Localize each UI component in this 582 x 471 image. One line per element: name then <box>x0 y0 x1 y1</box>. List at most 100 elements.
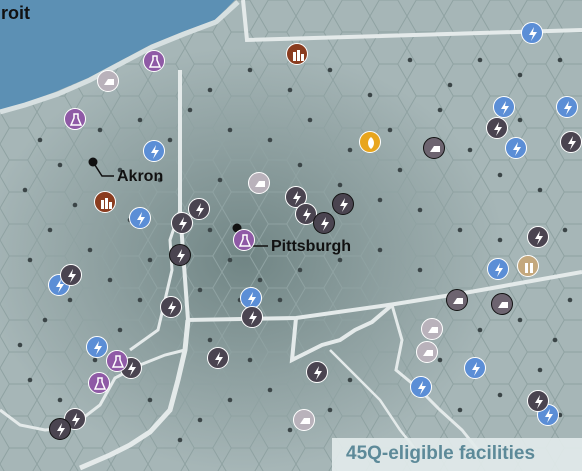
lightning-icon <box>168 301 176 315</box>
river-branch-2 <box>129 209 182 352</box>
cement-plant-marker[interactable] <box>293 409 315 431</box>
power-plant-marker[interactable] <box>86 336 108 358</box>
flask-icon <box>111 355 125 368</box>
power-plant-marker[interactable] <box>521 22 543 44</box>
kiln-icon <box>300 418 310 424</box>
gas-plant-marker[interactable] <box>332 193 354 215</box>
chemical-plant-marker[interactable] <box>88 372 110 394</box>
city-label-pittsburgh: Pittsburgh <box>271 238 351 255</box>
lightning-icon <box>177 249 185 263</box>
power-plant-marker[interactable] <box>556 96 578 118</box>
gas-plant-marker[interactable] <box>207 347 229 369</box>
lake-erie <box>0 0 235 110</box>
legend-panel <box>332 438 582 471</box>
cement-plant-marker[interactable] <box>416 341 438 363</box>
ohio-river <box>79 319 191 471</box>
kiln-icon <box>255 181 265 187</box>
river-branch <box>0 348 186 432</box>
flask-icon <box>69 113 83 126</box>
chemical-plant-marker[interactable] <box>64 108 86 130</box>
lightning-icon <box>137 212 145 226</box>
chemical-plant-marker[interactable] <box>233 229 255 251</box>
gas-plant-marker[interactable] <box>313 212 335 234</box>
gas-plant-marker[interactable] <box>527 390 549 412</box>
lightning-icon <box>72 413 80 427</box>
lightning-icon <box>128 362 136 376</box>
lightning-icon <box>249 311 257 325</box>
lightning-icon <box>545 409 553 423</box>
cement-plant-marker[interactable] <box>248 172 270 194</box>
gas-plant-marker[interactable] <box>560 131 582 153</box>
lake-shore <box>0 0 240 115</box>
lightning-icon <box>215 352 223 366</box>
power-plant-marker[interactable] <box>410 376 432 398</box>
power-plant-marker[interactable] <box>143 140 165 162</box>
lightning-icon <box>535 395 543 409</box>
refinery-icon <box>293 50 304 61</box>
lightning-icon <box>179 217 187 231</box>
ethanol-plant-marker[interactable] <box>359 131 381 153</box>
lightning-icon <box>303 208 311 222</box>
lightning-icon <box>196 203 204 217</box>
cement-plant-marker[interactable] <box>421 318 443 340</box>
state-border-ny <box>241 0 582 43</box>
chemical-plant-marker[interactable] <box>143 50 165 72</box>
lightning-icon <box>314 366 322 380</box>
gas-plant-marker[interactable] <box>171 212 193 234</box>
gas-plant-marker[interactable] <box>527 226 549 248</box>
ethanol-plant-marker[interactable] <box>517 255 539 277</box>
lightning-icon <box>501 101 509 115</box>
lightning-icon <box>57 423 65 437</box>
cement-plant-marker[interactable] <box>491 293 513 315</box>
refinery-icon <box>101 198 112 209</box>
kiln-icon <box>430 146 440 152</box>
kiln-icon <box>428 327 438 333</box>
lightning-icon <box>418 381 426 395</box>
city-label-detroit: roit <box>1 3 30 23</box>
gas-plant-marker[interactable] <box>49 418 71 440</box>
leaf-icon <box>368 137 374 149</box>
lightning-icon <box>68 269 76 283</box>
gas-plant-marker[interactable] <box>160 296 182 318</box>
power-plant-marker[interactable] <box>505 137 527 159</box>
gas-plant-marker[interactable] <box>486 117 508 139</box>
power-plant-marker[interactable] <box>129 207 151 229</box>
cement-plant-marker[interactable] <box>446 289 468 311</box>
state-border-wv <box>289 303 394 364</box>
lightning-icon <box>564 101 572 115</box>
refinery-icon <box>525 263 533 273</box>
lightning-icon <box>94 341 102 355</box>
lightning-icon <box>151 145 159 159</box>
lightning-icon <box>340 198 348 212</box>
gas-plant-marker[interactable] <box>188 198 210 220</box>
kiln-icon <box>104 79 114 85</box>
power-plant-marker[interactable] <box>487 258 509 280</box>
gas-plant-marker[interactable] <box>169 244 191 266</box>
lightning-icon <box>535 231 543 245</box>
cement-plant-marker[interactable] <box>97 70 119 92</box>
refinery-marker[interactable] <box>94 191 116 213</box>
gas-plant-marker[interactable] <box>306 361 328 383</box>
lightning-icon <box>529 27 537 41</box>
facility-dots <box>17 57 573 443</box>
lightning-icon <box>293 191 301 205</box>
lightning-icon <box>472 362 480 376</box>
kiln-icon <box>423 350 433 356</box>
kiln-icon <box>498 302 508 308</box>
city-label-akron: Akron <box>117 168 164 185</box>
power-plant-marker[interactable] <box>464 357 486 379</box>
lightning-icon <box>494 122 502 136</box>
lightning-icon <box>568 136 576 150</box>
cement-plant-marker[interactable] <box>423 137 445 159</box>
refinery-marker[interactable] <box>286 43 308 65</box>
flask-icon <box>148 55 162 68</box>
gas-plant-marker[interactable] <box>241 306 263 328</box>
legend-title: 45Q-eligible facilities <box>346 443 536 464</box>
chemical-plant-marker[interactable] <box>106 350 128 372</box>
gas-plant-marker[interactable] <box>60 264 82 286</box>
kiln-icon <box>453 298 463 304</box>
power-plant-marker[interactable] <box>493 96 515 118</box>
lightning-icon <box>513 142 521 156</box>
